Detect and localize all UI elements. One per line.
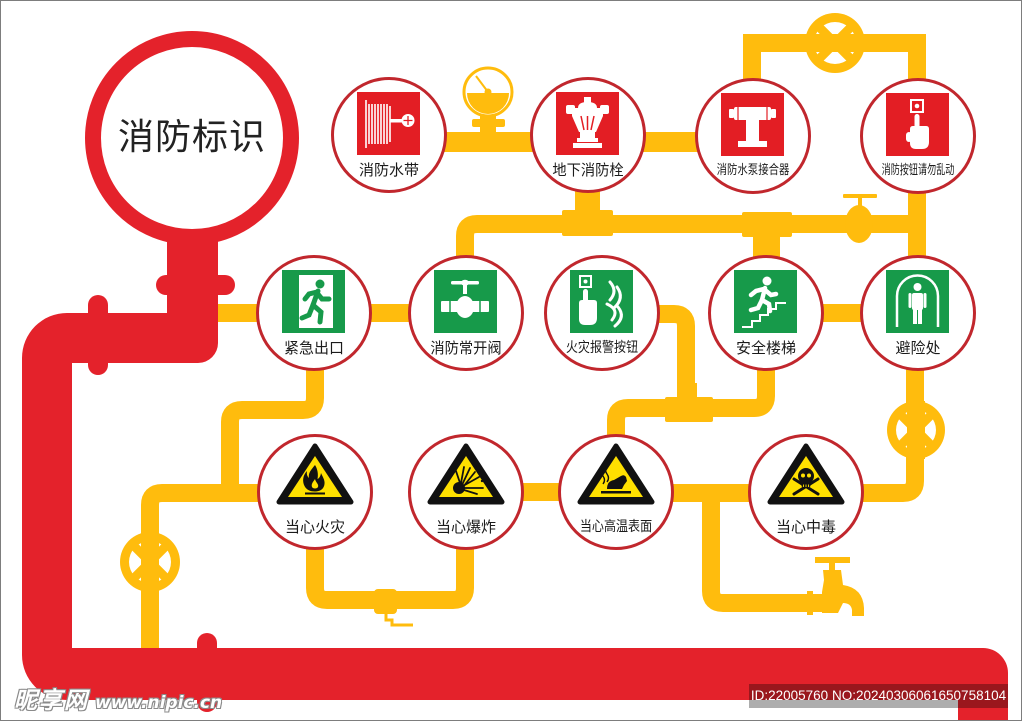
safety-stairs-icon <box>734 270 797 333</box>
sign-poison-warning: 当心中毒 <box>748 434 864 550</box>
sign-label: 当心中毒 <box>775 518 836 536</box>
emergency-exit-icon <box>282 270 345 333</box>
pump-connector-icon <box>721 93 784 156</box>
hot-surface-warning-icon <box>577 443 655 505</box>
sign-label: 安全楼梯 <box>735 339 796 357</box>
sign-label: 火灾报警按钮 <box>565 340 639 356</box>
sign-refuge-area: 避险处 <box>860 255 976 371</box>
valve-wheel-icon <box>120 532 180 592</box>
sign-label: 当心火灾 <box>284 518 345 536</box>
sign-emergency-exit: 紧急出口 <box>256 255 372 371</box>
sign-label: 消防水带 <box>358 161 419 179</box>
sign-safety-stairs: 安全楼梯 <box>708 255 824 371</box>
sign-label: 地下消防栓 <box>552 161 624 179</box>
fire-hose-reel-icon <box>357 92 420 155</box>
sign-fire-button: 消防按钮请勿乱动 <box>860 78 976 194</box>
site-name: 昵享网 <box>14 688 89 714</box>
sign-fire-warning: 当心火灾 <box>257 434 373 550</box>
fire-alarm-button-icon <box>570 270 633 333</box>
sign-underground-hydrant: 地下消防栓 <box>530 77 646 193</box>
gate-valve-icon <box>843 194 877 243</box>
sign-label: 避险处 <box>895 339 941 357</box>
underground-hydrant-icon <box>556 92 619 155</box>
poison-warning-icon <box>767 443 845 505</box>
sign-fire-alarm-button: 火灾报警按钮 <box>544 255 660 371</box>
sign-explosion-warning: 当心爆炸 <box>408 434 524 550</box>
sign-open-valve: 消防常开阀 <box>408 255 524 371</box>
valve-wheel-icon <box>805 13 865 73</box>
site-url: www.nipic.cn <box>95 693 223 713</box>
sign-label: 当心高温表面 <box>579 519 653 535</box>
valve-wheel-icon <box>887 401 945 459</box>
fire-push-button-icon <box>886 93 949 156</box>
page-title: 消防标识 <box>117 117 266 158</box>
site-watermark: 昵享网 www.nipic.cn <box>14 681 222 715</box>
normally-open-valve-icon <box>434 270 497 333</box>
refuge-area-icon <box>886 270 949 333</box>
sign-fire-hose: 消防水带 <box>331 77 447 193</box>
fire-warning-icon <box>276 443 354 505</box>
pressure-gauge-icon <box>462 66 514 134</box>
faucet-icon <box>807 557 864 616</box>
sign-label: 紧急出口 <box>283 339 344 357</box>
sign-pump-connector: 消防水泵接合器 <box>695 78 811 194</box>
explosion-warning-icon <box>427 443 505 505</box>
image-id-watermark: ID:22005760 NO:20240306061650758104 <box>749 684 1008 708</box>
sign-label: 消防按钮请勿乱动 <box>881 163 955 178</box>
drain-valve-icon <box>374 589 413 627</box>
sign-label: 消防水泵接合器 <box>716 163 790 178</box>
sign-label: 当心爆炸 <box>435 518 496 536</box>
sign-hot-surface-warning: 当心高温表面 <box>558 434 674 550</box>
sign-label: 消防常开阀 <box>430 339 502 357</box>
red-main-pipe <box>22 31 1008 721</box>
